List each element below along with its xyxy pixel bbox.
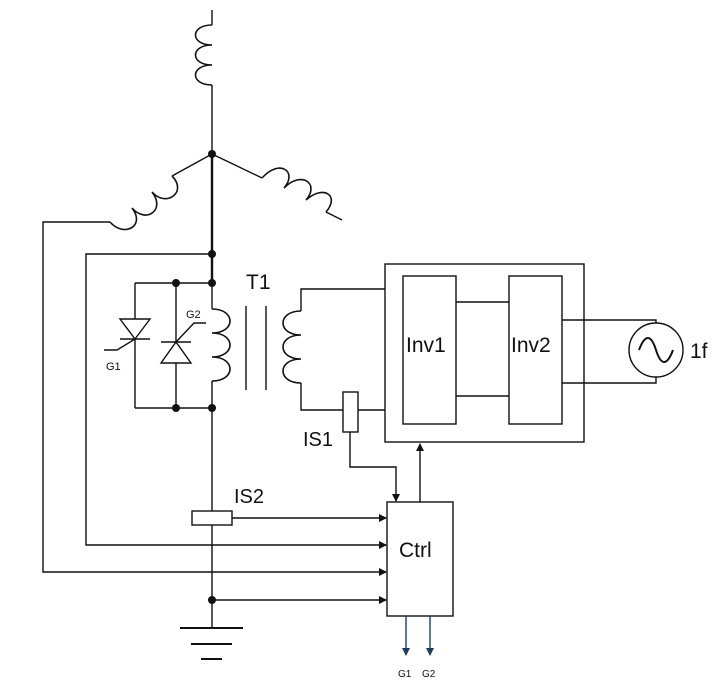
t1-secondary-winding bbox=[282, 310, 302, 384]
thyristor-g1-icon bbox=[104, 318, 152, 351]
phase-a-winding bbox=[194, 24, 213, 86]
ground-icon bbox=[180, 600, 243, 660]
ac-source-icon bbox=[628, 322, 684, 378]
controller-box bbox=[386, 501, 454, 617]
transformer-t1: T1 bbox=[208, 271, 403, 600]
inverter-2-box bbox=[508, 275, 563, 425]
output-g2-label: G2 bbox=[422, 669, 436, 680]
thyristor-g2-icon bbox=[159, 322, 206, 364]
inv1-label: Inv1 bbox=[406, 334, 446, 357]
is2-label: IS2 bbox=[234, 486, 264, 508]
is1-label: IS1 bbox=[303, 429, 333, 451]
ctrl-label: Ctrl bbox=[399, 539, 432, 562]
single-phase-label: 1f bbox=[690, 340, 708, 363]
thyristor-pair: G1 G2 bbox=[104, 279, 212, 412]
output-g1-label: G1 bbox=[398, 669, 412, 680]
three-phase-star-winding bbox=[42, 10, 387, 576]
current-sensor-is2: IS2 bbox=[191, 486, 387, 526]
t1-primary-winding bbox=[211, 308, 231, 382]
gate-label-g2: G2 bbox=[186, 309, 201, 321]
gate-label-g1: G1 bbox=[106, 361, 121, 373]
t1-label: T1 bbox=[246, 271, 271, 294]
phase-c-winding bbox=[109, 175, 179, 231]
inverter-1-box bbox=[402, 275, 457, 425]
current-sensor-is1: IS1 bbox=[303, 391, 400, 502]
phase-b-winding bbox=[261, 167, 332, 213]
inv2-label: Inv2 bbox=[511, 334, 551, 357]
